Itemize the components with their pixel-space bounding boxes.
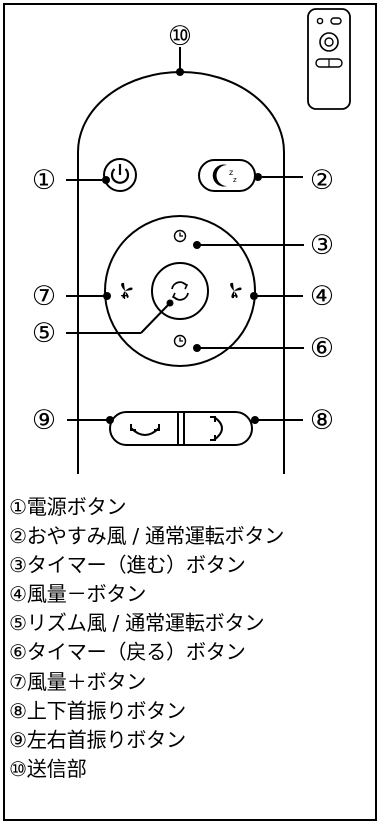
- callout-7: ⑦: [32, 281, 56, 312]
- svg-text:-: -: [232, 289, 237, 302]
- legend-item-fan-minus: ④風量－ボタン: [9, 582, 147, 607]
- legend-item-timer-back: ⑥タイマー（戻る）ボタン: [9, 640, 246, 665]
- svg-text:z: z: [233, 176, 237, 184]
- callout-2: ②: [310, 165, 334, 196]
- callout-3: ③: [310, 230, 334, 261]
- callout-8: ⑧: [310, 405, 334, 436]
- rhythm-icon: [171, 281, 189, 301]
- rhythm-button[interactable]: [151, 262, 209, 320]
- legend-item-fan-plus: ⑦風量＋ボタン: [9, 669, 147, 694]
- svg-text:z: z: [229, 168, 233, 177]
- callout-10: ⑩: [168, 21, 192, 52]
- control-ring[interactable]: [104, 215, 256, 367]
- power-icon: [110, 164, 130, 184]
- swing-button-group: [109, 411, 253, 446]
- fan-icon: +: [120, 282, 133, 302]
- leader-dots: [102, 68, 262, 424]
- callout-6: ⑥: [310, 333, 334, 364]
- legend-item-swing-horizontal: ⑨左右首振りボタン: [9, 727, 186, 752]
- legend: ①電源ボタン ②おやすみ風 / 通常運転ボタン ③タイマー（進む）ボタン ④風量…: [9, 493, 375, 784]
- legend-item-rhythm: ⑤リズム風 / 通常運転ボタン: [9, 611, 265, 636]
- clock-icon: [173, 229, 187, 243]
- remote-thumbnail: [307, 8, 351, 110]
- sleep-button[interactable]: z z: [198, 159, 256, 192]
- swing-horizontal-icon: [130, 424, 160, 436]
- power-button[interactable]: [103, 158, 137, 192]
- legend-item-timer-forward: ③タイマー（進む）ボタン: [9, 553, 246, 578]
- legend-item-sleep: ②おやすみ風 / 通常運転ボタン: [9, 524, 285, 549]
- legend-item-swing-vertical: ⑧上下首振りボタン: [9, 698, 186, 723]
- callout-5: ⑤: [32, 318, 56, 349]
- leader-lines: [66, 47, 304, 421]
- swing-vertical-icon: [210, 416, 223, 441]
- callouts: ① ② ③ ④ ⑤ ⑥ ⑦ ⑧ ⑨ ⑩: [32, 21, 334, 436]
- callout-4: ④: [310, 281, 334, 312]
- clock-icon: [173, 334, 187, 348]
- moon-zz-icon: z z: [212, 164, 237, 187]
- legend-item-transmitter: ⑩送信部: [9, 756, 87, 781]
- callout-9: ⑨: [32, 405, 56, 436]
- fan-icon: -: [230, 282, 242, 302]
- svg-text:+: +: [120, 289, 129, 302]
- legend-item-power: ①電源ボタン: [9, 495, 127, 519]
- callout-1: ①: [32, 165, 56, 196]
